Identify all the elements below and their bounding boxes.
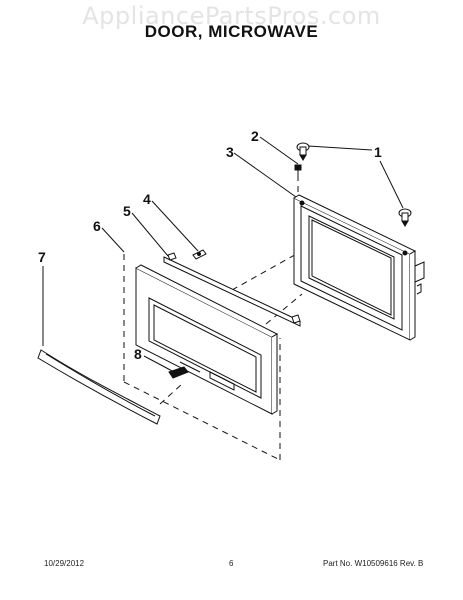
leader-4 <box>151 200 199 252</box>
leader-3 <box>233 152 297 198</box>
part-1-screw-right <box>398 208 412 227</box>
part-4-clip <box>192 249 207 260</box>
part-8-badge <box>168 366 189 379</box>
dash-frame-bottom <box>123 381 281 461</box>
callout-7: 7 <box>38 249 46 265</box>
leader-1a <box>307 145 373 151</box>
leader-5 <box>131 212 169 257</box>
callout-2: 2 <box>251 128 259 144</box>
part-2-screw <box>294 164 302 175</box>
callout-1: 1 <box>374 144 382 160</box>
part-7-handle <box>37 349 161 425</box>
watermark: AppliancePartsPros.com <box>82 2 381 30</box>
leader-2 <box>259 136 299 165</box>
footer-part-number: Part No. W10509616 Rev. B <box>323 559 424 568</box>
part-1-screw-top <box>296 142 310 161</box>
leader-1b <box>379 160 404 209</box>
leader-lines <box>42 136 404 374</box>
dash-door-to-frame <box>231 251 301 291</box>
leader-8 <box>143 355 177 374</box>
callout-3: 3 <box>226 144 234 160</box>
footer-date: 10/29/2012 <box>44 559 85 568</box>
page-title: DOOR, MICROWAVE <box>144 22 319 41</box>
leader-6 <box>101 227 125 253</box>
dash-door-to-frame-2 <box>265 293 303 325</box>
callout-6: 6 <box>93 218 101 234</box>
callout-8: 8 <box>134 346 142 362</box>
part-5-strip <box>163 252 301 327</box>
dash-handle-to-door <box>159 383 183 405</box>
part-3-door-frame <box>293 194 425 341</box>
footer-page-number: 6 <box>229 559 234 568</box>
callout-5: 5 <box>123 203 131 219</box>
part-6-door-panel <box>135 264 279 415</box>
assembly-dash-lines <box>123 175 303 461</box>
callout-4: 4 <box>143 191 151 207</box>
